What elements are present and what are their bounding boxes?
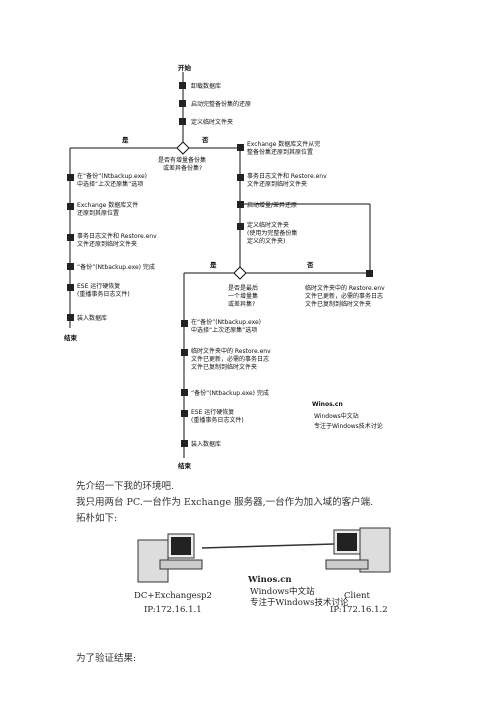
step-temp-folder: 定义临时文件夹	[191, 118, 233, 126]
client-ip: IP:172.16.1.2	[330, 605, 388, 615]
step-marker	[237, 223, 244, 230]
mid-step2-b: 文件已更新，必需的事务日志	[191, 355, 269, 363]
side-note-1: 临时文件夹中的 Restore.env	[305, 284, 385, 292]
right-step2-a: 事务日志文件和 Restore.env	[247, 172, 327, 180]
setup-text: 我只用两台 PC.一台作为 Exchange 服务器,一台作为加入域的客户端.	[76, 497, 374, 508]
mid-step1-b: 中选择“上次还原集”选项	[191, 326, 257, 334]
right-step4-a: 定义临时文件夹	[247, 221, 289, 229]
step-marker	[181, 410, 188, 417]
step-marker	[67, 234, 74, 241]
step-dismount: 卸载数据库	[191, 82, 221, 90]
left-step2-a: Exchange 数据库文件	[77, 201, 138, 209]
mid-step5: 装入数据库	[191, 440, 221, 448]
step-marker	[179, 82, 186, 89]
step-marker	[179, 100, 186, 107]
flowchart-svg: 开始 卸载数据库 启动完整备份集的还原 定义临时文件夹 是 否 是否有增量备份集…	[64, 63, 385, 470]
topology-watermark-line2: 专注于Windows技术讨论	[250, 597, 349, 608]
side-note-2: 文件已更新，必需的事务日志	[305, 292, 383, 300]
step-marker	[67, 314, 74, 321]
watermark-line2: 专注于Windows技术讨论	[314, 422, 383, 430]
left-step1-a: 在“备份”(Ntbackup.exe)	[77, 172, 147, 180]
mid-end-label: 结束	[178, 461, 192, 470]
left-step3-a: 事务日志文件和 Restore.env	[77, 232, 157, 240]
mid-step1-a: 在“备份”(Ntbackup.exe)	[191, 318, 261, 326]
left-step2-b: 还原到其原位置	[77, 209, 119, 217]
step-marker	[67, 284, 74, 291]
left-step5-a: ESE 运行硬恢复	[77, 282, 120, 290]
left-step1-b: 中选择“上次还原集”选项	[77, 180, 143, 188]
no-label: 否	[201, 136, 209, 144]
left-step6: 装入数据库	[77, 314, 107, 322]
no-label-2: 否	[306, 261, 314, 269]
decision-diamond	[176, 141, 190, 155]
topology-watermark-line1: Windows中文站	[250, 586, 315, 597]
decision-diamond-2	[233, 266, 247, 280]
verify-text: 为了验证结果:	[76, 653, 137, 664]
server-name: DC+Exchangesp2	[134, 591, 212, 601]
left-step3-b: 文件还原到临时文件夹	[77, 240, 137, 248]
yes-label: 是	[121, 135, 129, 144]
step-marker	[366, 270, 373, 277]
step-marker	[67, 263, 74, 270]
mid-step2-c: 文件已复制到临时文件夹	[191, 363, 257, 371]
left-end-label: 结束	[64, 333, 78, 342]
decision-incremental-2: 或差异备份集?	[163, 164, 202, 172]
step-marker	[181, 389, 188, 396]
yes-label-2: 是	[209, 260, 217, 269]
network-topology: DC+Exchangesp2 IP:172.16.1.1 Client IP:1…	[130, 520, 400, 630]
step-marker	[237, 174, 244, 181]
step-marker	[237, 201, 244, 208]
topology-svg: DC+Exchangesp2 IP:172.16.1.1 Client IP:1…	[134, 527, 391, 615]
decision-last-2: 一个增量集	[228, 292, 258, 300]
start-label: 开始	[178, 63, 192, 72]
intro-text: 先介绍一下我的环境吧.	[76, 481, 175, 492]
right-step3: 启动增量/差异还原	[247, 201, 297, 209]
left-step5-b: (重播事务日志文件)	[77, 290, 130, 298]
right-step4-b: (使用为完整备份集	[247, 229, 297, 237]
mid-step2-a: 临时文件夹中的 Restore.env	[191, 347, 271, 355]
topology-watermark-logo: Winos.cn	[247, 575, 292, 585]
decision-last-3: 或差异集?	[228, 300, 255, 308]
network-link	[201, 543, 335, 549]
right-step4-c: 定义的文件夹)	[247, 237, 285, 245]
step-marker	[237, 144, 244, 151]
client-computer-icon	[325, 527, 391, 573]
side-note-3: 文件已复制到临时文件夹	[305, 300, 371, 308]
step-marker	[181, 440, 188, 447]
right-step1-b: 整备份集还原到其原位置	[247, 148, 313, 156]
step-marker	[67, 174, 74, 181]
mid-step4-b: (重播事务日志文件)	[191, 416, 244, 424]
decision-incremental-1: 是否有增量备份集	[158, 156, 206, 164]
mid-step4-a: ESE 运行硬恢复	[191, 408, 234, 416]
watermark-line1: Windows中文站	[314, 412, 359, 420]
decision-last-1: 是否是最后	[228, 284, 258, 292]
right-step1-a: Exchange 数据库文件从完	[247, 140, 320, 148]
step-full-restore: 启动完整备份集的还原	[191, 100, 251, 108]
server-computer-icon	[137, 533, 203, 583]
step-marker	[67, 203, 74, 210]
restore-flowchart: 开始 卸载数据库 启动完整备份集的还原 定义临时文件夹 是 否 是否有增量备份集…	[60, 58, 410, 478]
right-step2-b: 文件还原到临时文件夹	[247, 180, 307, 188]
mid-step3: “备份”(Ntbackup.exe) 完成	[191, 389, 269, 397]
step-marker	[181, 320, 188, 327]
client-name: Client	[344, 591, 370, 601]
watermark-logo: Winos.cn	[312, 401, 343, 408]
server-ip: IP:172.16.1.1	[144, 605, 202, 615]
left-step4: “备份”(Ntbackup.exe) 完成	[77, 263, 155, 271]
step-marker	[181, 349, 188, 356]
topology-label: 拓朴如下:	[76, 513, 118, 524]
step-marker	[179, 118, 186, 125]
